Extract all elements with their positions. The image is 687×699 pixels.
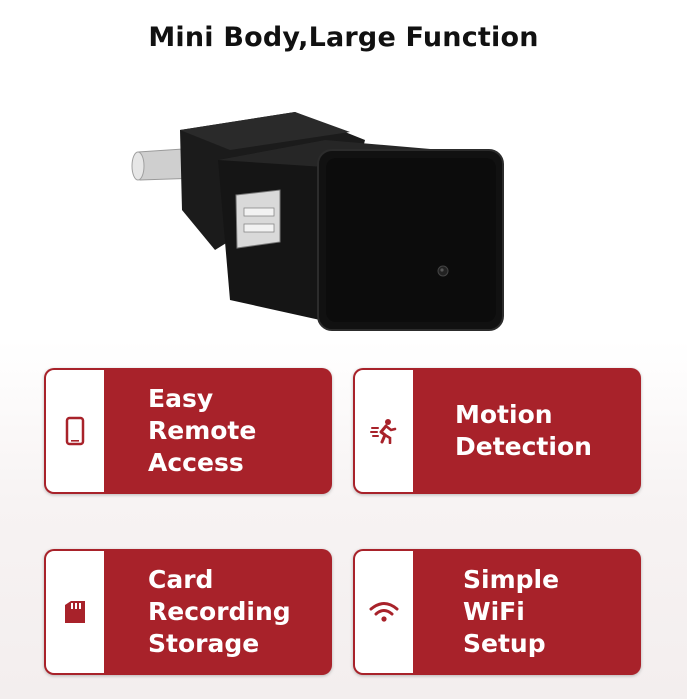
feature-text: Motion Detection — [413, 368, 641, 494]
running-person-icon — [355, 370, 413, 492]
feature-line: Recording — [148, 597, 291, 626]
wifi-icon — [355, 551, 413, 673]
feature-card-motion-detection: Motion Detection — [353, 368, 641, 494]
feature-card-card-recording: Card Recording Storage — [44, 549, 332, 675]
phone-icon — [46, 370, 104, 492]
feature-line: Easy — [148, 384, 214, 413]
feature-line: Access — [148, 448, 244, 477]
feature-line: Simple — [463, 565, 560, 594]
feature-text: Card Recording Storage — [104, 549, 332, 675]
feature-line: Card — [148, 565, 214, 594]
camera-charger-product-image — [131, 112, 504, 331]
feature-line: WiFi — [463, 597, 525, 626]
page-title: Mini Body,Large Function — [148, 22, 539, 53]
feature-line: Setup — [463, 629, 546, 658]
feature-line: Storage — [148, 629, 260, 658]
feature-text: Simple WiFi Setup — [413, 549, 641, 675]
feature-card-wifi-setup: Simple WiFi Setup — [353, 549, 641, 675]
feature-line: Detection — [455, 432, 592, 461]
sd-card-icon — [46, 551, 104, 673]
feature-line: Motion — [455, 400, 553, 429]
feature-text: Easy Remote Access — [104, 368, 332, 494]
feature-card-remote-access: Easy Remote Access — [44, 368, 332, 494]
feature-line: Remote — [148, 416, 257, 445]
